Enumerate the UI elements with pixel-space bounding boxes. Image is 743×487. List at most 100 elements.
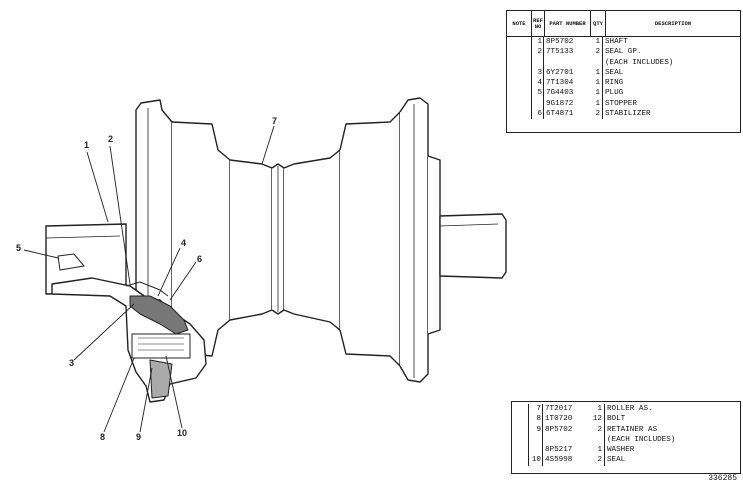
cell-part: 7T1304	[546, 79, 574, 88]
callout-9: 9	[136, 432, 142, 442]
cell-desc: STOPPER	[605, 99, 637, 108]
cell-note	[507, 109, 532, 120]
cell-qty	[590, 434, 605, 446]
cell-part	[543, 435, 590, 445]
cell-qty: 1	[589, 67, 603, 79]
cell-part: 7T5133	[546, 48, 574, 57]
cell-part: 8P5702	[545, 425, 573, 434]
header-qty: QTY	[591, 11, 606, 36]
callout-6: 6	[197, 254, 203, 264]
cell-ref: 10	[529, 455, 543, 466]
cell-ref	[529, 434, 543, 446]
cell-part: 7T2017	[545, 405, 573, 413]
table-row: (EACH INCLUDES)	[507, 57, 740, 68]
cell-qty: 2	[590, 424, 605, 435]
cell-note	[512, 414, 529, 425]
cell-desc: (EACH INCLUDES)	[607, 435, 676, 444]
cell-desc: RING	[605, 79, 624, 88]
cell-part: 4S5998	[545, 456, 573, 465]
cell-ref: 7	[529, 404, 543, 415]
cell-desc: SEAL	[605, 68, 624, 77]
cell-qty: 12	[590, 414, 605, 425]
cell-note	[512, 455, 529, 466]
callout-8: 8	[100, 432, 106, 442]
cell-note	[512, 434, 529, 446]
cell-note	[512, 404, 529, 415]
cell-desc: (EACH INCLUDES)	[605, 58, 674, 67]
cell-qty: 1	[589, 78, 603, 89]
cell-part: 6T4871	[546, 110, 574, 119]
cell-ref	[532, 57, 544, 68]
cell-part	[544, 58, 589, 68]
cell-ref: 1	[532, 37, 544, 48]
cell-ref: 4	[532, 78, 544, 89]
header-ref-no: REF NO	[532, 11, 545, 36]
callout-7: 7	[272, 116, 278, 126]
cell-desc: BOLT	[607, 415, 626, 424]
cell-part: 8P5702	[546, 38, 574, 46]
cell-qty: 1	[589, 98, 603, 110]
callout-1: 1	[84, 140, 90, 150]
callout-10: 10	[177, 428, 188, 438]
cell-note	[512, 445, 529, 456]
cell-qty: 1	[590, 445, 605, 456]
cell-part: 8P5217	[545, 446, 573, 455]
callout-4: 4	[181, 238, 187, 248]
cell-note	[507, 67, 532, 79]
cell-desc: SEAL	[607, 456, 626, 465]
callout-3: 3	[69, 358, 75, 368]
table-row: (EACH INCLUDES)	[512, 434, 740, 446]
cell-ref: 8	[529, 414, 543, 425]
cell-qty: 2	[590, 455, 605, 466]
cell-qty: 1	[589, 37, 603, 48]
header-part-number: PART NUMBER	[545, 11, 591, 36]
drawing-number: 336285	[708, 474, 737, 483]
parts-table-header: NOTE REF NO PART NUMBER QTY DESCRIPTION	[507, 11, 740, 37]
cell-ref: 9	[529, 424, 543, 435]
cell-note	[507, 88, 532, 99]
cell-qty: 2	[589, 109, 603, 120]
cell-note	[507, 98, 532, 110]
cell-qty	[589, 57, 603, 68]
callout-5: 5	[16, 243, 22, 253]
cell-part: 9G1872	[546, 99, 574, 108]
cell-qty: 1	[589, 88, 603, 99]
cell-desc: RETAINER AS	[607, 425, 658, 434]
cell-qty: 2	[589, 47, 603, 58]
cell-desc: WASHER	[607, 446, 635, 455]
callout-2: 2	[108, 134, 114, 144]
cell-ref: 3	[532, 67, 544, 79]
cell-ref	[529, 445, 543, 456]
cell-ref: 5	[532, 88, 544, 99]
cell-note	[507, 47, 532, 58]
cell-qty: 1	[590, 404, 605, 415]
cell-part: 7G4403	[546, 89, 574, 98]
cell-part: 6Y2701	[546, 68, 574, 77]
cell-desc: ROLLER AS.	[607, 405, 653, 413]
cell-ref: 2	[532, 47, 544, 58]
parts-table-top: NOTE REF NO PART NUMBER QTY DESCRIPTION …	[506, 10, 741, 133]
cell-note	[512, 424, 529, 435]
header-description: DESCRIPTION	[654, 19, 692, 27]
header-note: NOTE	[507, 11, 532, 36]
cell-ref: 6	[532, 109, 544, 120]
cell-desc: SEAL GP.	[605, 48, 642, 57]
cell-note	[507, 78, 532, 89]
cell-part: 1T0720	[545, 415, 573, 424]
